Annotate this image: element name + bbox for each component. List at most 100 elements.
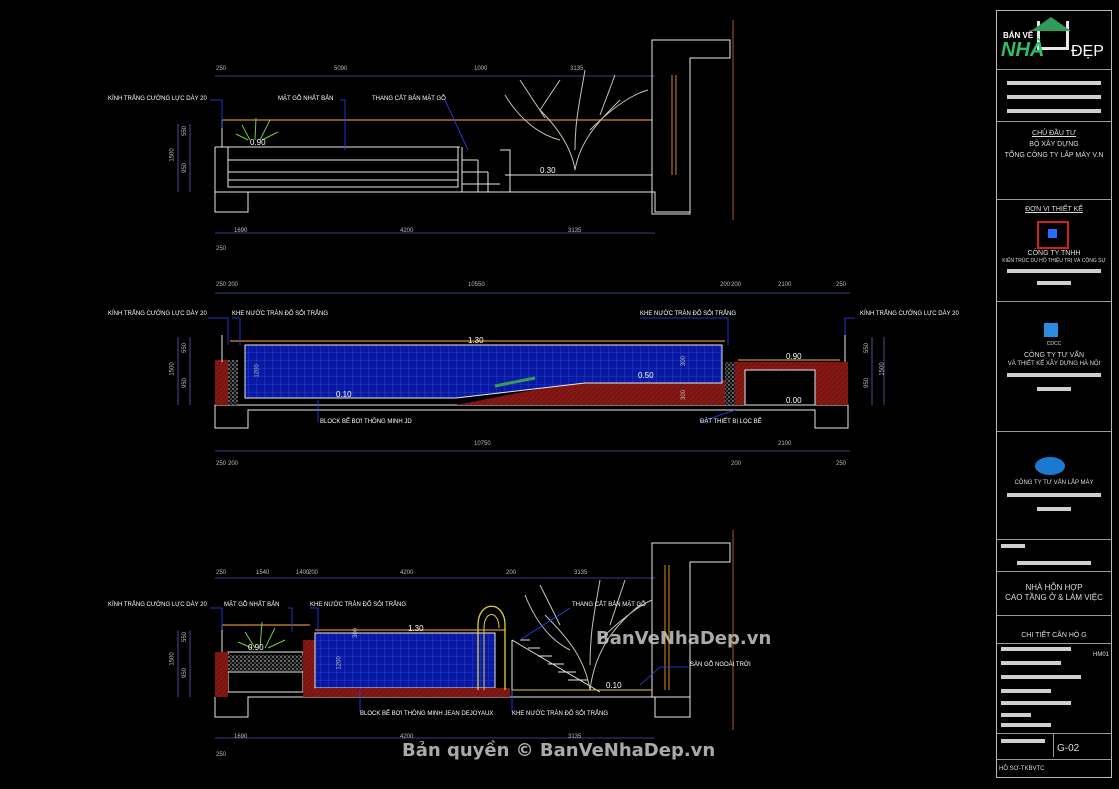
- level-s2-0: 1.30: [468, 336, 484, 345]
- dim-s2-hl-0: 550: [182, 342, 189, 354]
- drawing-code: HM01: [1092, 652, 1109, 658]
- dim-s3-top-3: 200: [308, 570, 319, 576]
- pool-ladder: [477, 605, 506, 690]
- section-1: [177, 20, 734, 234]
- logo-dep: ĐẸP: [1071, 43, 1104, 60]
- dim-s3-in-1: 1200: [336, 656, 343, 670]
- level-s1-1: 0.30: [540, 166, 556, 175]
- label-s2-glass-right: KÍNH TRẮNG CƯỜNG LỰC DÀY 20: [860, 311, 959, 317]
- dim-s3-bot-2: 3135: [568, 734, 582, 740]
- dim-s1-h-2: 1500: [169, 148, 176, 162]
- designer1-line1: CÔNG TY TNHH: [1027, 250, 1081, 257]
- level-s2-1: 0.50: [638, 371, 654, 380]
- dim-s2-top-0: 250: [216, 282, 227, 288]
- label-s3-wood: MẶT GỖ NHẤT BẢN: [224, 602, 280, 608]
- designer2-line2: VÀ THIẾT KẾ XÂY DỰNG HÀ NỘI: [1007, 361, 1101, 367]
- pool-water-2: [244, 344, 723, 399]
- designer2-abbr: CDCC: [1046, 341, 1062, 347]
- plant-3: [237, 621, 286, 649]
- dim-s1-top-0: 250: [216, 66, 227, 72]
- tree-1: [504, 69, 649, 171]
- dim-s1-top-1: 5090: [334, 66, 348, 72]
- designer2-line1: CÔNG TY TƯ VẤN: [1023, 352, 1085, 359]
- label-s3-glass: KÍNH TRẮNG CƯỜNG LỰC DÀY 20: [108, 602, 207, 608]
- logo: BẢN VẼ NHÀ ĐẸP: [1001, 17, 1109, 69]
- tree-3: [524, 579, 653, 691]
- dim-s2-top-6: 250: [836, 282, 847, 288]
- dim-s1-h-0: 550: [182, 125, 189, 137]
- watermark-center: BanVeNhaDep.vn: [596, 628, 772, 649]
- dim-s1-bot-extra: 250: [216, 246, 227, 252]
- project-line1: NHÀ HỖN HỢP: [1025, 583, 1083, 592]
- dim-s1-top-2: 1000: [474, 66, 488, 72]
- drawing-title: CHI TIẾT CĂN HỘ G: [1021, 632, 1087, 639]
- label-s3-stairs: THANG CẮT BẢN MẶT GỖ: [572, 602, 646, 608]
- dim-s3-top-5: 200: [506, 570, 517, 576]
- dim-s2-bot-1: 200: [228, 461, 239, 467]
- dim-s2-hr-0: 550: [864, 342, 871, 354]
- dim-s1-bot-0: 1690: [234, 228, 248, 234]
- designer3-logo-icon: [1035, 457, 1065, 475]
- label-s3-gap: KHE NƯỚC TRÀN ĐỔ SỎI TRẮNG: [310, 602, 407, 608]
- pool-floor-3: [315, 688, 510, 697]
- level-s2-3: 0.90: [786, 352, 802, 361]
- dim-s3-h-2: 1500: [169, 652, 176, 666]
- dim-s3-in-0: 300: [353, 627, 360, 639]
- dim-s2-hr-2: 1500: [879, 362, 886, 376]
- dim-s3-top-6: 3135: [574, 570, 588, 576]
- sheet-number: G-02: [1057, 743, 1080, 754]
- dim-s3-top-0: 250: [216, 570, 227, 576]
- owner-heading: CHỦ ĐẦU TƯ: [1032, 130, 1076, 137]
- dim-s1-bot-2: 3135: [568, 228, 582, 234]
- dim-s2-bot-2: 10750: [474, 441, 491, 447]
- level-s3-2: 0.10: [606, 681, 622, 690]
- flow-arrow: [494, 376, 536, 388]
- label-s1-wood: MẶT GỖ NHẤT BẢN: [278, 96, 334, 102]
- level-s1-0: 0.90: [250, 138, 266, 147]
- dim-s2-in-1: 300: [681, 355, 688, 367]
- label-s2-gap-left: KHE NƯỚC TRÀN ĐỔ SỎI TRẮNG: [232, 311, 329, 317]
- label-s2-glass-left: KÍNH TRẮNG CƯỜNG LỰC DÀY 20: [108, 311, 207, 317]
- title-block: BẢN VẼ NHÀ ĐẸP CHỦ ĐẦU TƯ BỘ XÂY DỰNG TỔ…: [996, 10, 1112, 778]
- dim-s2-hr-1: 950: [864, 377, 871, 389]
- dim-s2-top-5: 2100: [778, 282, 792, 288]
- dim-s2-bot-0: 250: [216, 461, 227, 467]
- dim-s2-top-4: 200: [731, 282, 742, 288]
- dim-s1-bot-1: 4200: [400, 228, 414, 234]
- stairs-3: [511, 639, 652, 697]
- dim-s2-hl-2: 1500: [169, 362, 176, 376]
- level-s3-0: 0.90: [248, 643, 264, 652]
- dim-s2-bot-4: 2100: [778, 441, 792, 447]
- designer1-logo-icon: [1037, 221, 1069, 249]
- dim-s1-top-3: 3135: [570, 66, 584, 72]
- label-s2-filter: ĐẶT THIẾT BỊ LỌC BỂ: [700, 419, 762, 425]
- designer-heading: ĐƠN VỊ THIẾT KẾ: [1025, 206, 1083, 213]
- logo-house-icon: [1037, 21, 1069, 50]
- label-s1-stairs: THANG CẮT BẢN MẶT GỖ: [372, 96, 446, 102]
- dim-s3-bot-extra: 250: [216, 752, 227, 758]
- dim-s3-h-1: 950: [182, 667, 189, 679]
- dim-s2-top-1: 200: [228, 282, 239, 288]
- section-2: [177, 292, 885, 452]
- gravel-left: [228, 360, 238, 405]
- gravel-3: [228, 655, 303, 671]
- label-s2-block: BLOCK BỂ BƠI THÔNG MINH JD: [320, 419, 412, 425]
- pool-water-3: [314, 632, 496, 689]
- dim-s3-top-2: 1400: [296, 570, 310, 576]
- plant-1: [235, 117, 279, 141]
- logo-ban-ve: BẢN VẼ: [1003, 31, 1034, 40]
- dim-s2-in-0: 1200: [254, 364, 261, 378]
- pool-floor: [238, 380, 725, 405]
- footer-code: HỒ SƠ-TKBVTC: [999, 766, 1045, 772]
- designer3-line1: CÔNG TY TƯ VẤN LẮP MÁY: [1014, 480, 1094, 486]
- wall-left-3: [215, 652, 228, 697]
- dim-s1-h-1: 950: [182, 162, 189, 174]
- level-s2-4: 0.00: [786, 396, 802, 405]
- dim-s2-top-3: 200: [720, 282, 731, 288]
- dim-s2-in-2: 300: [681, 389, 688, 401]
- watermark-bottom: Bản quyền © BanVeNhaDep.vn: [402, 740, 716, 761]
- dim-s3-h-0: 550: [182, 631, 189, 643]
- designer1-line2: KIẾN TRÚC DU HỒ THIỆU TRỊ VÀ CỘNG SỰ: [1002, 258, 1106, 264]
- label-s3-block: BLOCK BỂ BƠI THÔNG MINH JEAN DEJOYAUX: [360, 711, 494, 717]
